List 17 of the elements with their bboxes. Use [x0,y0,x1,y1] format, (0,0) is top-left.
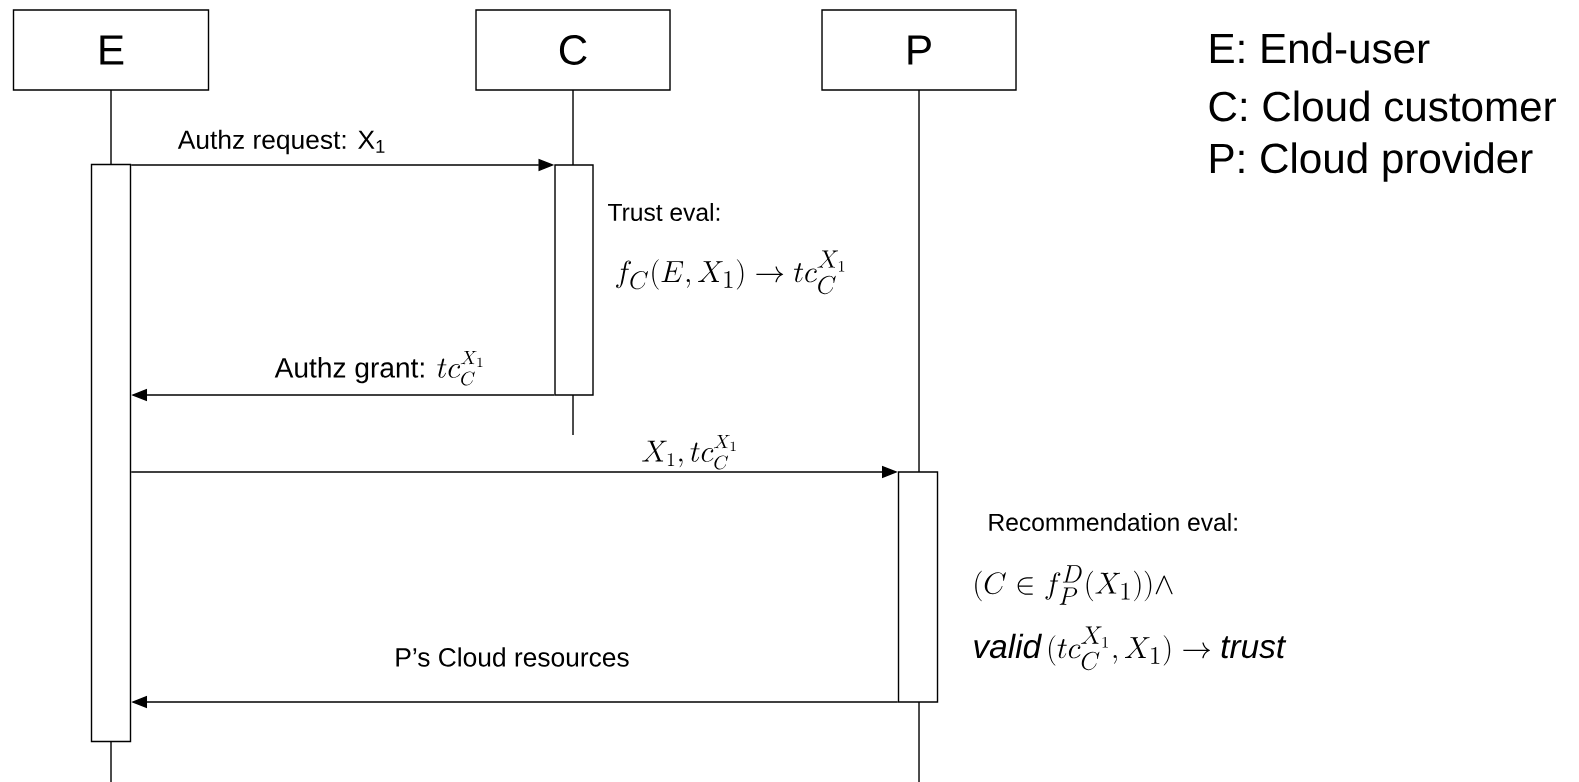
participant-box: E [12,9,210,91]
legend-text: P: Cloud provider [1210,142,1533,182]
activation-bar [90,163,132,743]
annotation-text: Recommendation eval: [989,512,1237,532]
legend-text: E: End-user [1210,32,1430,64]
formula: $(C \in f_{P}^{D}(X_{1})) \wedge$ [975,565,1173,605]
edge-label: $\text{Authz grant: }tc_{C}^{X_{1}}$ [274,351,483,386]
participant-box: C [475,9,671,91]
formula: $\mathit{valid}\,(tc_{C}^{X_{1}}, X_{1}) \rightarrow \mathit{trust}$ [974,626,1287,671]
activation-bar [897,471,939,703]
participant-box: P [821,9,1017,91]
edge-label: P’s Cloud resources [396,647,629,667]
edge-label: Authz request: X$_{1}$ [177,129,385,155]
legend-text: C: Cloud customer [1209,90,1556,122]
activation-bar [554,164,594,396]
formula: $f_{C}(E,X_{1}) \rightarrow tc_{C}^{X_{1}}$ [616,250,845,295]
edge-label: $X_{1}, tc_{C}^{X_{1}}$ [642,435,736,470]
